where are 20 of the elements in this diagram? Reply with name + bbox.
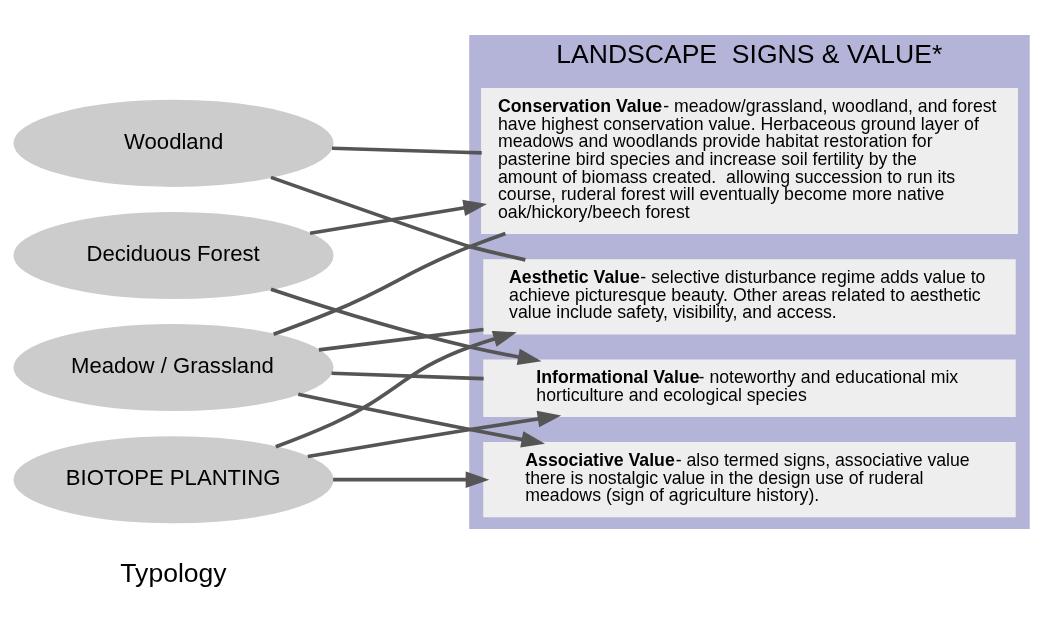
connector [331, 371, 484, 381]
node-ellipse: Woodland [13, 99, 334, 187]
node-box: Aesthetic Value- selective disturbance regime adds value to achieve picturesque beauty. Other areas related to aesthetic value include safety, visibility, and access. [483, 259, 1016, 335]
arrow [275, 330, 517, 449]
arrow [297, 392, 545, 448]
node-box: Conservation Value- meadow/grassland, woodland, and forest have highest conservation value. Herbaceous ground layer of meadows and woodlands provide habitat restoration for pasterine bird species and increase soil fertility by the amount of biomass created. allowing succession to run its course, ruderal forest will eventually become more native oak/hickory/beech forest [481, 88, 1018, 235]
arrow [333, 471, 490, 488]
connector [318, 327, 484, 352]
node-box: Associative Value- also termed signs, associative value there is nostalgic value in the design use of ruderal meadows (sign of agriculture history). [483, 442, 1016, 518]
connector [273, 231, 507, 336]
arrow [270, 287, 542, 366]
node-ellipse: Deciduous Forest [13, 211, 334, 299]
arrow [309, 199, 488, 236]
connector [331, 146, 482, 155]
arrow [307, 410, 562, 459]
node-ellipse: Meadow / Grassland [13, 324, 334, 412]
node-ellipse: BIOTOPE PLANTING [13, 436, 334, 524]
node-box: Informational Value- noteworthy and educational mix horticulture and ecological species [483, 359, 1016, 417]
label: Typology [120, 558, 227, 589]
connector [270, 175, 526, 262]
